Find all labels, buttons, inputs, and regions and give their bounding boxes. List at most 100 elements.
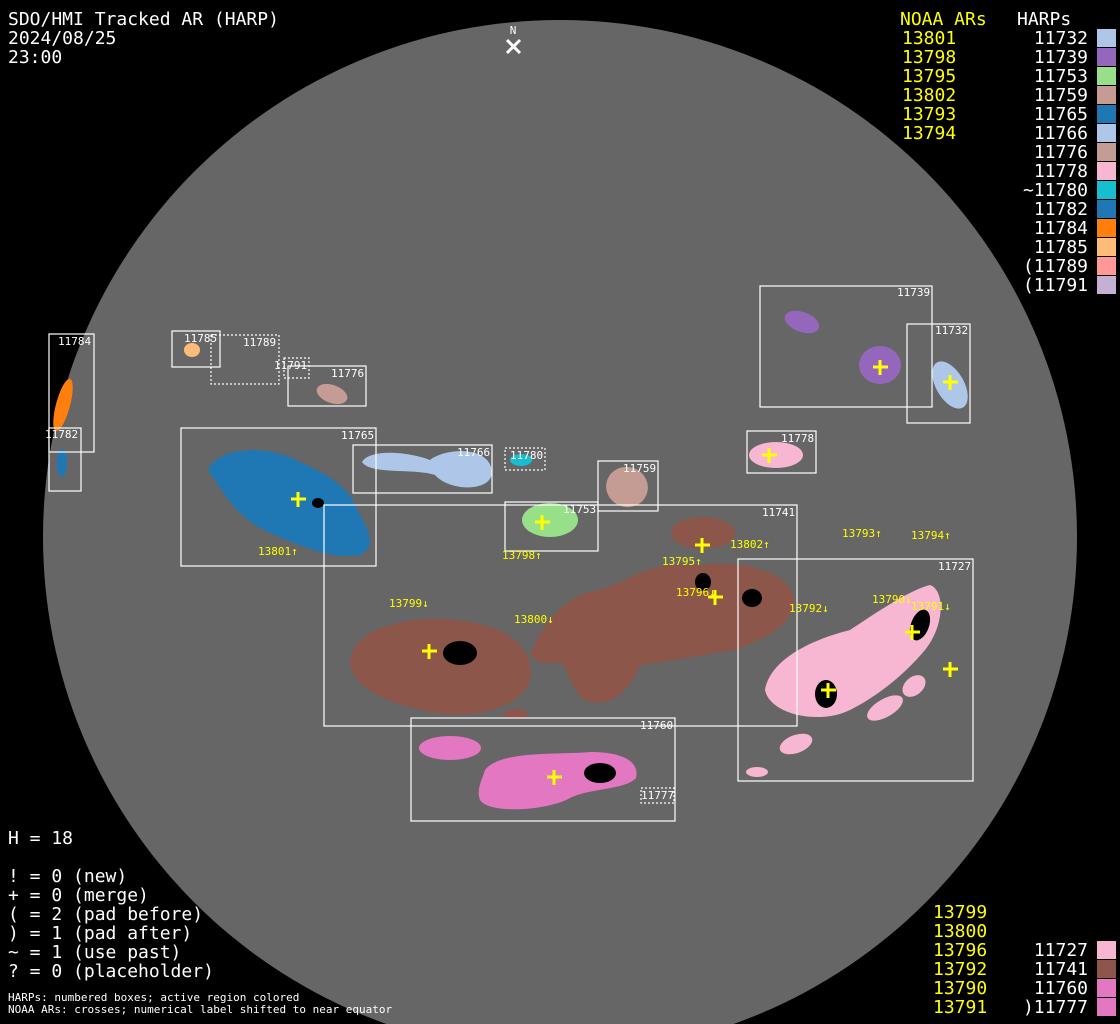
harp-box-labels: 11784 11782 11785 11789 11791 11776 1176… (45, 286, 971, 802)
noaa-label: 13790↓ (872, 593, 912, 606)
status-line: ( = 2 (pad before) (8, 904, 204, 925)
harp-box (171, 330, 221, 368)
harp-color-swatch (1097, 48, 1116, 66)
harp-color-swatch (1097, 998, 1116, 1016)
harp-color-swatch (1097, 219, 1116, 237)
harp-color-swatch (1097, 941, 1116, 959)
harp-legend-item: 11727 (1000, 941, 1118, 960)
harp-legend-label: 11759 (1033, 85, 1088, 106)
harp-box (352, 444, 493, 494)
harp-legend-label: 11732 (1033, 28, 1088, 49)
plot-title: SDO/HMI Tracked AR (HARP) (8, 9, 279, 30)
harp-legend-label: 11778 (1033, 161, 1088, 182)
noaa-label: 13791↓ (911, 600, 951, 613)
sunspot (815, 680, 837, 708)
noaa-label: 13802↑ (730, 538, 770, 551)
region-11727-d (779, 733, 813, 755)
harp-color-swatch (1097, 29, 1116, 47)
noaa-label: 13793↑ (842, 527, 882, 540)
harp-color-swatch (1097, 105, 1116, 123)
noaa-heading: NOAA ARs (900, 9, 987, 30)
status-line: ? = 0 (placeholder) (8, 961, 214, 982)
harp-legend-item: 11739 (1000, 48, 1118, 67)
noaa-item: 13802 (902, 85, 957, 106)
region-11759 (606, 466, 648, 508)
harp-color-swatch (1097, 67, 1116, 85)
noaa-label: 13792↓ (789, 602, 829, 615)
harp-legend-item: 11741 (1000, 960, 1118, 979)
noaa-labels: 13801↑ 13798↑ 13795↑ 13802↑ 13793↑ 13794… (258, 527, 951, 626)
status-line: ) = 1 (pad after) (8, 923, 193, 944)
harp-label: 11777 (641, 789, 674, 802)
harp-color-swatch (1097, 276, 1116, 294)
noaa-list-top: 13801 13798 13795 13802 13793 13794 (902, 29, 956, 143)
harp-legend-item: )11777 (1000, 998, 1118, 1017)
noaa-cross-icon (291, 492, 306, 507)
harp-legend-item: 11776 (1000, 143, 1118, 162)
harp-box (48, 333, 95, 453)
harp-box (597, 460, 659, 512)
noaa-item: 13801 (902, 28, 957, 49)
noaa-item: 13792 (933, 959, 988, 980)
noaa-cross-icon (708, 590, 723, 605)
region-11780 (510, 454, 532, 466)
harp-label: 11739 (897, 286, 930, 299)
harp-label: 11760 (640, 719, 673, 732)
noaa-cross-icon (695, 538, 710, 553)
noaa-cross-icon (873, 360, 888, 375)
harp-legend-label: (11791 (1022, 275, 1088, 296)
harp-color-swatch (1097, 124, 1116, 142)
harp-legend-label: (11789 (1022, 256, 1088, 277)
harp-legend-item: 11785 (1000, 238, 1118, 257)
harp-color-swatch (1097, 238, 1116, 256)
harp-color-swatch (1097, 200, 1116, 218)
noaa-label: 13801↑ (258, 545, 298, 558)
harp-legend-label: 11784 (1033, 218, 1088, 239)
harp-color-swatch (1097, 181, 1116, 199)
noaa-item: 13796 (933, 940, 988, 961)
noaa-item: 13798 (902, 47, 957, 68)
harp-label: 11753 (563, 503, 596, 516)
harp-label: 11732 (935, 324, 968, 337)
harp-label: 11784 (58, 335, 91, 348)
harp-legend-item: 11732 (1000, 29, 1118, 48)
region-11741-south (504, 709, 528, 719)
sunspot (584, 763, 616, 783)
harp-label: 11776 (331, 367, 364, 380)
noaa-label: 13798↑ (502, 549, 542, 562)
north-marker-icon (505, 38, 522, 55)
harp-legend-item: 11760 (1000, 979, 1118, 998)
noaa-cross-icon (905, 625, 920, 640)
harp-legend-label: 11741 (1033, 959, 1088, 980)
harp-legend-item: 11766 (1000, 124, 1118, 143)
harp-color-swatch (1097, 86, 1116, 104)
harp-color-swatch (1097, 143, 1116, 161)
harp-box (906, 323, 971, 424)
harp-legend-label: )11777 (1022, 997, 1088, 1018)
region-11753 (522, 503, 578, 537)
date-label: 2024/08/25 (8, 28, 117, 49)
region-11784 (53, 378, 73, 432)
noaa-crosses (291, 360, 958, 785)
region-11760-a (419, 736, 481, 760)
harp-box-placeholder (210, 334, 280, 385)
noaa-item: 13795 (902, 66, 957, 87)
harp-color-swatch (1097, 960, 1116, 978)
harp-label: 11780 (510, 449, 543, 462)
harp-legend-item: 11759 (1000, 86, 1118, 105)
harp-box-placeholder (640, 787, 675, 804)
active-regions (53, 310, 968, 810)
harp-box (287, 365, 367, 407)
noaa-cross-icon (943, 662, 958, 677)
harp-count: H = 18 (8, 828, 74, 849)
harp-box-placeholder (504, 447, 546, 471)
harp-label: 11759 (623, 462, 656, 475)
region-11741-west (350, 618, 531, 715)
harp-label: 11785 (184, 332, 217, 345)
north-label: N (510, 24, 517, 37)
harp-label: 11778 (781, 432, 814, 445)
harp-legend-item: ~11780 (1000, 181, 1118, 200)
